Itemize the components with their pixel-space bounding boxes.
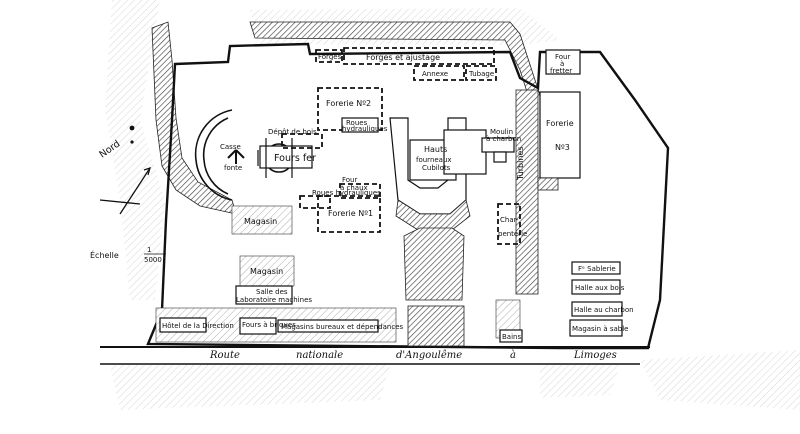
label-cubilots: Cubilots [422, 164, 451, 172]
four-fretter-building [545, 49, 581, 75]
label-charpenterie-a: Char- [500, 216, 519, 224]
label-fours-briques: Fours à briques [242, 321, 296, 329]
forerie-1-building [317, 195, 381, 233]
label-bains: Bains [502, 333, 521, 341]
label-fours-fer: Fours fer [274, 153, 316, 164]
halle-bois-box [571, 279, 621, 295]
halle-charbon-box [571, 301, 623, 317]
central-halle [403, 227, 465, 301]
label-depot-bois: Dépôt de bois [268, 128, 317, 136]
label-roues-a: Roues [346, 119, 368, 127]
magasins-bureaux-building [277, 319, 379, 333]
forges-building [315, 49, 343, 63]
label-magasin-1: Magasin [244, 217, 277, 226]
label-salle-a: Salle des [256, 288, 288, 296]
label-magasin-2: Magasin [250, 267, 283, 276]
label-casse-a: Casse [220, 143, 241, 151]
road-label-angouleme: d'Angoulême [396, 350, 462, 361]
forges-ajustage-building [343, 47, 495, 65]
label-halle-charbon: Halle au charbon [574, 306, 634, 314]
label-four-fretter-a: Four [555, 53, 570, 61]
north-arrow-icon [99, 166, 151, 215]
label-echelle-den: 5000 [144, 256, 162, 264]
furnace-spokes [257, 138, 293, 178]
label-sablerie: Fᵉ Sablerie [578, 265, 616, 273]
bains-building [499, 329, 523, 343]
label-roues-2: Roues hydrauliques [312, 189, 381, 197]
label-four-fretter-b: à [560, 60, 564, 68]
road-label-route: Route [209, 350, 240, 361]
label-hauts-b: fourneaux [416, 156, 452, 164]
label-halle-bois: Halle aux bois [575, 284, 625, 292]
road-label-nationale: nationale [296, 350, 343, 361]
river-basin [194, 109, 233, 201]
road-label-a: à [510, 350, 516, 361]
label-hotel-direction: Hôtel de la Direction [162, 322, 234, 330]
label-casse-b: fonte [224, 164, 242, 172]
dot-mark [129, 125, 135, 131]
label-roues-b: hydrauliques [342, 125, 388, 133]
annexe-building [413, 65, 465, 81]
map-labels: Forges Forges et ajustage Annexe Tubage … [90, 53, 634, 361]
label-magasin-sable: Magasin à sable [572, 325, 628, 333]
label-four-fretter-c: fretter [550, 67, 572, 75]
label-charpenterie-b: penterie [498, 230, 527, 238]
label-forges-ajustage: Forges et ajustage [366, 53, 440, 62]
label-moulin-a: Moulin [490, 128, 513, 136]
turbines-building [515, 89, 539, 295]
label-forges: Forges [318, 53, 342, 61]
label-forerie-1: Forerie Nº1 [328, 209, 373, 218]
label-echelle-num: 1 [147, 246, 151, 254]
label-four-chaux-a: Four [342, 176, 357, 184]
fours-briques-building [239, 317, 277, 335]
casse-fonte-mark [227, 149, 245, 164]
road-label-limoges: Limoges [573, 350, 617, 361]
label-magasins-bureaux: Magasins bureaux et dépendances [281, 323, 404, 331]
label-forerie-2: Forerie Nº2 [326, 99, 371, 108]
label-hauts-a: Hauts [424, 145, 447, 154]
label-salle-b: Laboratoire machines [236, 296, 312, 304]
label-turbines: Turbines [516, 147, 525, 182]
label-forerie-3-a: Forerie [546, 119, 574, 128]
hotel-direction-building [159, 317, 207, 333]
label-annexe: Annexe [422, 70, 448, 78]
magasin-1-building [231, 205, 293, 235]
forerie-3-building [539, 91, 581, 179]
tubage-building [465, 65, 497, 81]
label-tubage: Tubage [468, 70, 494, 78]
label-forerie-3-b: Nº3 [555, 143, 570, 152]
charpenterie-building [497, 203, 521, 245]
magasin-2-building [239, 255, 295, 287]
label-echelle: Échelle [90, 249, 119, 260]
label-four-chaux-b: à chaux [340, 184, 368, 192]
magasin-sable-box [569, 319, 623, 337]
label-moulin-b: à charbon [486, 135, 521, 143]
sablerie-box [571, 261, 621, 275]
